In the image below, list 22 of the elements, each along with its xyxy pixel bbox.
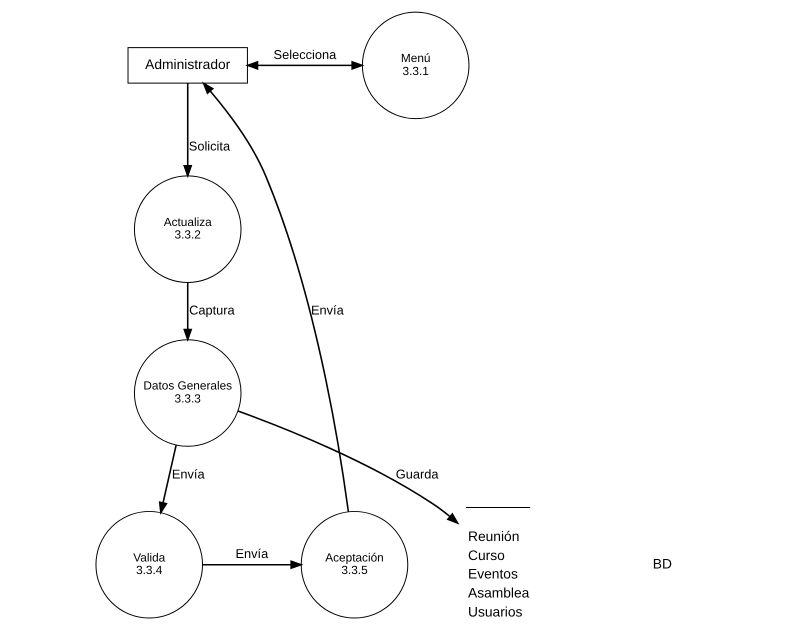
node-circle: Menú 3.3.1: [362, 12, 470, 120]
arrow: [238, 410, 460, 525]
node-circle: Aceptación 3.3.5: [300, 510, 408, 619]
node-circle: Actualiza 3.3.2: [134, 175, 242, 283]
edge-label: Solicita: [188, 138, 230, 154]
arrow: [183, 282, 192, 342]
edge-label: Envía: [235, 546, 268, 562]
arrow: [202, 560, 304, 570]
edge-label: Selecciona: [274, 46, 336, 62]
node-text: Reunión Curso Eventos Asamblea Usuarios: [468, 528, 530, 620]
node-box: Administrador: [128, 47, 248, 84]
node-circle: Datos Generales 3.3.3: [134, 339, 242, 447]
edge-label: Envía: [310, 302, 344, 318]
arrow: [245, 60, 364, 70]
arrow: [183, 83, 192, 178]
edge-label: Envía: [172, 466, 205, 482]
arrow: [202, 82, 350, 512]
edge-label: Captura: [189, 302, 235, 318]
node-circle: Valida 3.3.4: [95, 510, 204, 619]
edge-label: Guarda: [396, 466, 439, 482]
label: BD: [652, 555, 672, 572]
arrow: [158, 445, 177, 515]
